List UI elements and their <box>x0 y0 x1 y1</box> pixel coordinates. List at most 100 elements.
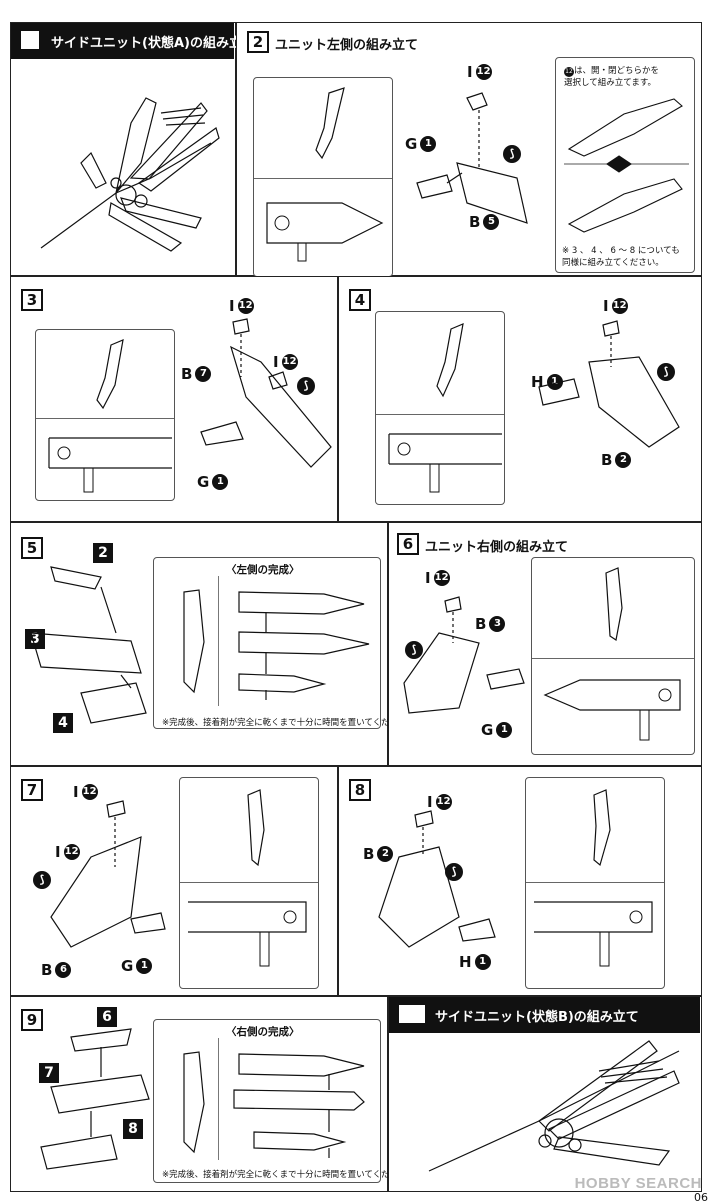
step-2-note-box: 12は、開・閉どちらかを 選択して組み立てます。 ※ 3 、 4 、 6 〜 8… <box>555 57 695 273</box>
step-5-note: ※完成後、接着剤が完全に乾くまで十分に時間を置いてください。 <box>162 718 416 728</box>
step-6-part-view <box>531 557 695 755</box>
glue-icon: ⟆ <box>657 363 675 381</box>
open-closed-variants-drawing <box>564 98 689 233</box>
step-9-complete-box: 〈右側の完成〉 ※完成後、接着剤が完全に乾くまで十分に時間を置いてください。 <box>153 1019 415 1183</box>
step-5-tag-c: 4 <box>53 713 73 733</box>
step-5-panel: 5 2 3 4 〈左側の完成〉 ※完成後、接着剤が完全に乾くまで十分に時間を置い… <box>10 522 415 766</box>
arm-part-drawing <box>247 789 265 867</box>
step-1-number: 1 <box>19 29 41 51</box>
step-1-title: サイドユニット(状態A)の組み立て <box>51 36 255 51</box>
step-3-assembly-drawing <box>200 318 332 468</box>
step-10-panel: 10 サイドユニット(状態B)の組み立て <box>388 996 702 1192</box>
step-8-assembly-drawing <box>378 810 496 948</box>
side-unit-b-illustration <box>428 1040 680 1172</box>
step-2-note-bottom-2: 同様に組み立てください。 <box>562 258 664 268</box>
step-9-note: ※完成後、接着剤が完全に乾くまで十分に時間を置いてください。 <box>162 1170 416 1180</box>
arm-part-drawing <box>315 87 345 160</box>
step-5-complete-box: 〈左側の完成〉 ※完成後、接着剤が完全に乾くまで十分に時間を置いてください。 <box>153 557 415 729</box>
step-9-tag-a: 6 <box>97 1007 117 1027</box>
glue-icon: ⟆ <box>297 377 315 395</box>
step-8-part-view <box>525 777 665 989</box>
glue-icon: ⟆ <box>503 145 521 163</box>
glue-icon: ⟆ <box>33 871 51 889</box>
step-9-panel: 9 6 7 8 〈右側の完成〉 ※完成後、接着剤が完全に乾くまで十分に時間を置い… <box>10 996 415 1192</box>
arm-part-drawing <box>96 339 124 410</box>
arm-part-drawing <box>436 323 464 398</box>
left-complete-drawing <box>183 589 370 700</box>
step-2-note-bottom: ※ 3 、 4 、 6 〜 8 についても <box>562 246 680 256</box>
step-4-part-view <box>375 311 505 505</box>
step-1-header: 1 サイドユニット(状態A)の組み立て <box>11 23 255 59</box>
step-9-tag-b: 7 <box>39 1063 59 1083</box>
step-9-tag-c: 8 <box>123 1119 143 1139</box>
step-3-part-view <box>35 329 175 501</box>
blade-part-drawing <box>188 901 307 967</box>
side-unit-a-illustration <box>40 97 220 252</box>
step-9-number: 9 <box>21 1009 43 1031</box>
step-2-number: 2 <box>247 31 269 53</box>
glue-icon: ⟆ <box>405 641 423 659</box>
blade-part-drawing <box>266 202 384 262</box>
step-3-number: 3 <box>21 289 43 311</box>
step-2-part-view <box>253 77 393 277</box>
step-4-number: 4 <box>349 289 371 311</box>
step-9-exploded-drawing <box>40 1028 150 1170</box>
blade-part-drawing <box>388 433 502 493</box>
step-5-number: 5 <box>21 537 43 559</box>
step-6-number: 6 <box>397 533 419 555</box>
step-7-part-view <box>179 777 319 989</box>
step-5-tag-a: 2 <box>93 543 113 563</box>
blade-part-drawing <box>543 679 681 741</box>
step-10-title: サイドユニット(状態B)の組み立て <box>435 1010 639 1025</box>
watermark: HOBBY SEARCH <box>574 1175 702 1192</box>
step-6-assembly-drawing <box>403 596 525 714</box>
step-9-caption: 〈右側の完成〉 <box>226 1026 300 1038</box>
step-5-exploded-drawing <box>30 566 147 724</box>
step-5-caption: 〈左側の完成〉 <box>226 564 300 576</box>
step-4-assembly-drawing <box>538 320 680 448</box>
step-2-assembly-drawing <box>416 92 528 224</box>
glue-icon: ⟆ <box>445 863 463 881</box>
arm-part-drawing <box>593 789 611 867</box>
step-8-number: 8 <box>349 779 371 801</box>
page-number: 06 <box>694 1191 708 1204</box>
right-complete-drawing <box>183 1051 365 1158</box>
step-2-note-top-2: 選択して組み立てます。 <box>564 78 656 88</box>
step-1-panel: 1 サイドユニット(状態A)の組み立て <box>10 22 255 276</box>
step-10-header: 10 サイドユニット(状態B)の組み立て <box>389 997 700 1033</box>
step-2-note-top: 12は、開・閉どちらかを <box>564 66 660 77</box>
blade-part-drawing <box>534 901 653 967</box>
arm-part-drawing <box>605 567 623 642</box>
blade-part-drawing <box>48 437 172 493</box>
step-2-title: ユニット左側の組み立て <box>275 38 419 53</box>
step-7-assembly-drawing <box>50 800 166 948</box>
step-7-number: 7 <box>21 779 43 801</box>
step-10-number: 10 <box>397 1003 427 1025</box>
step-6-title: ユニット右側の組み立て <box>425 540 569 555</box>
